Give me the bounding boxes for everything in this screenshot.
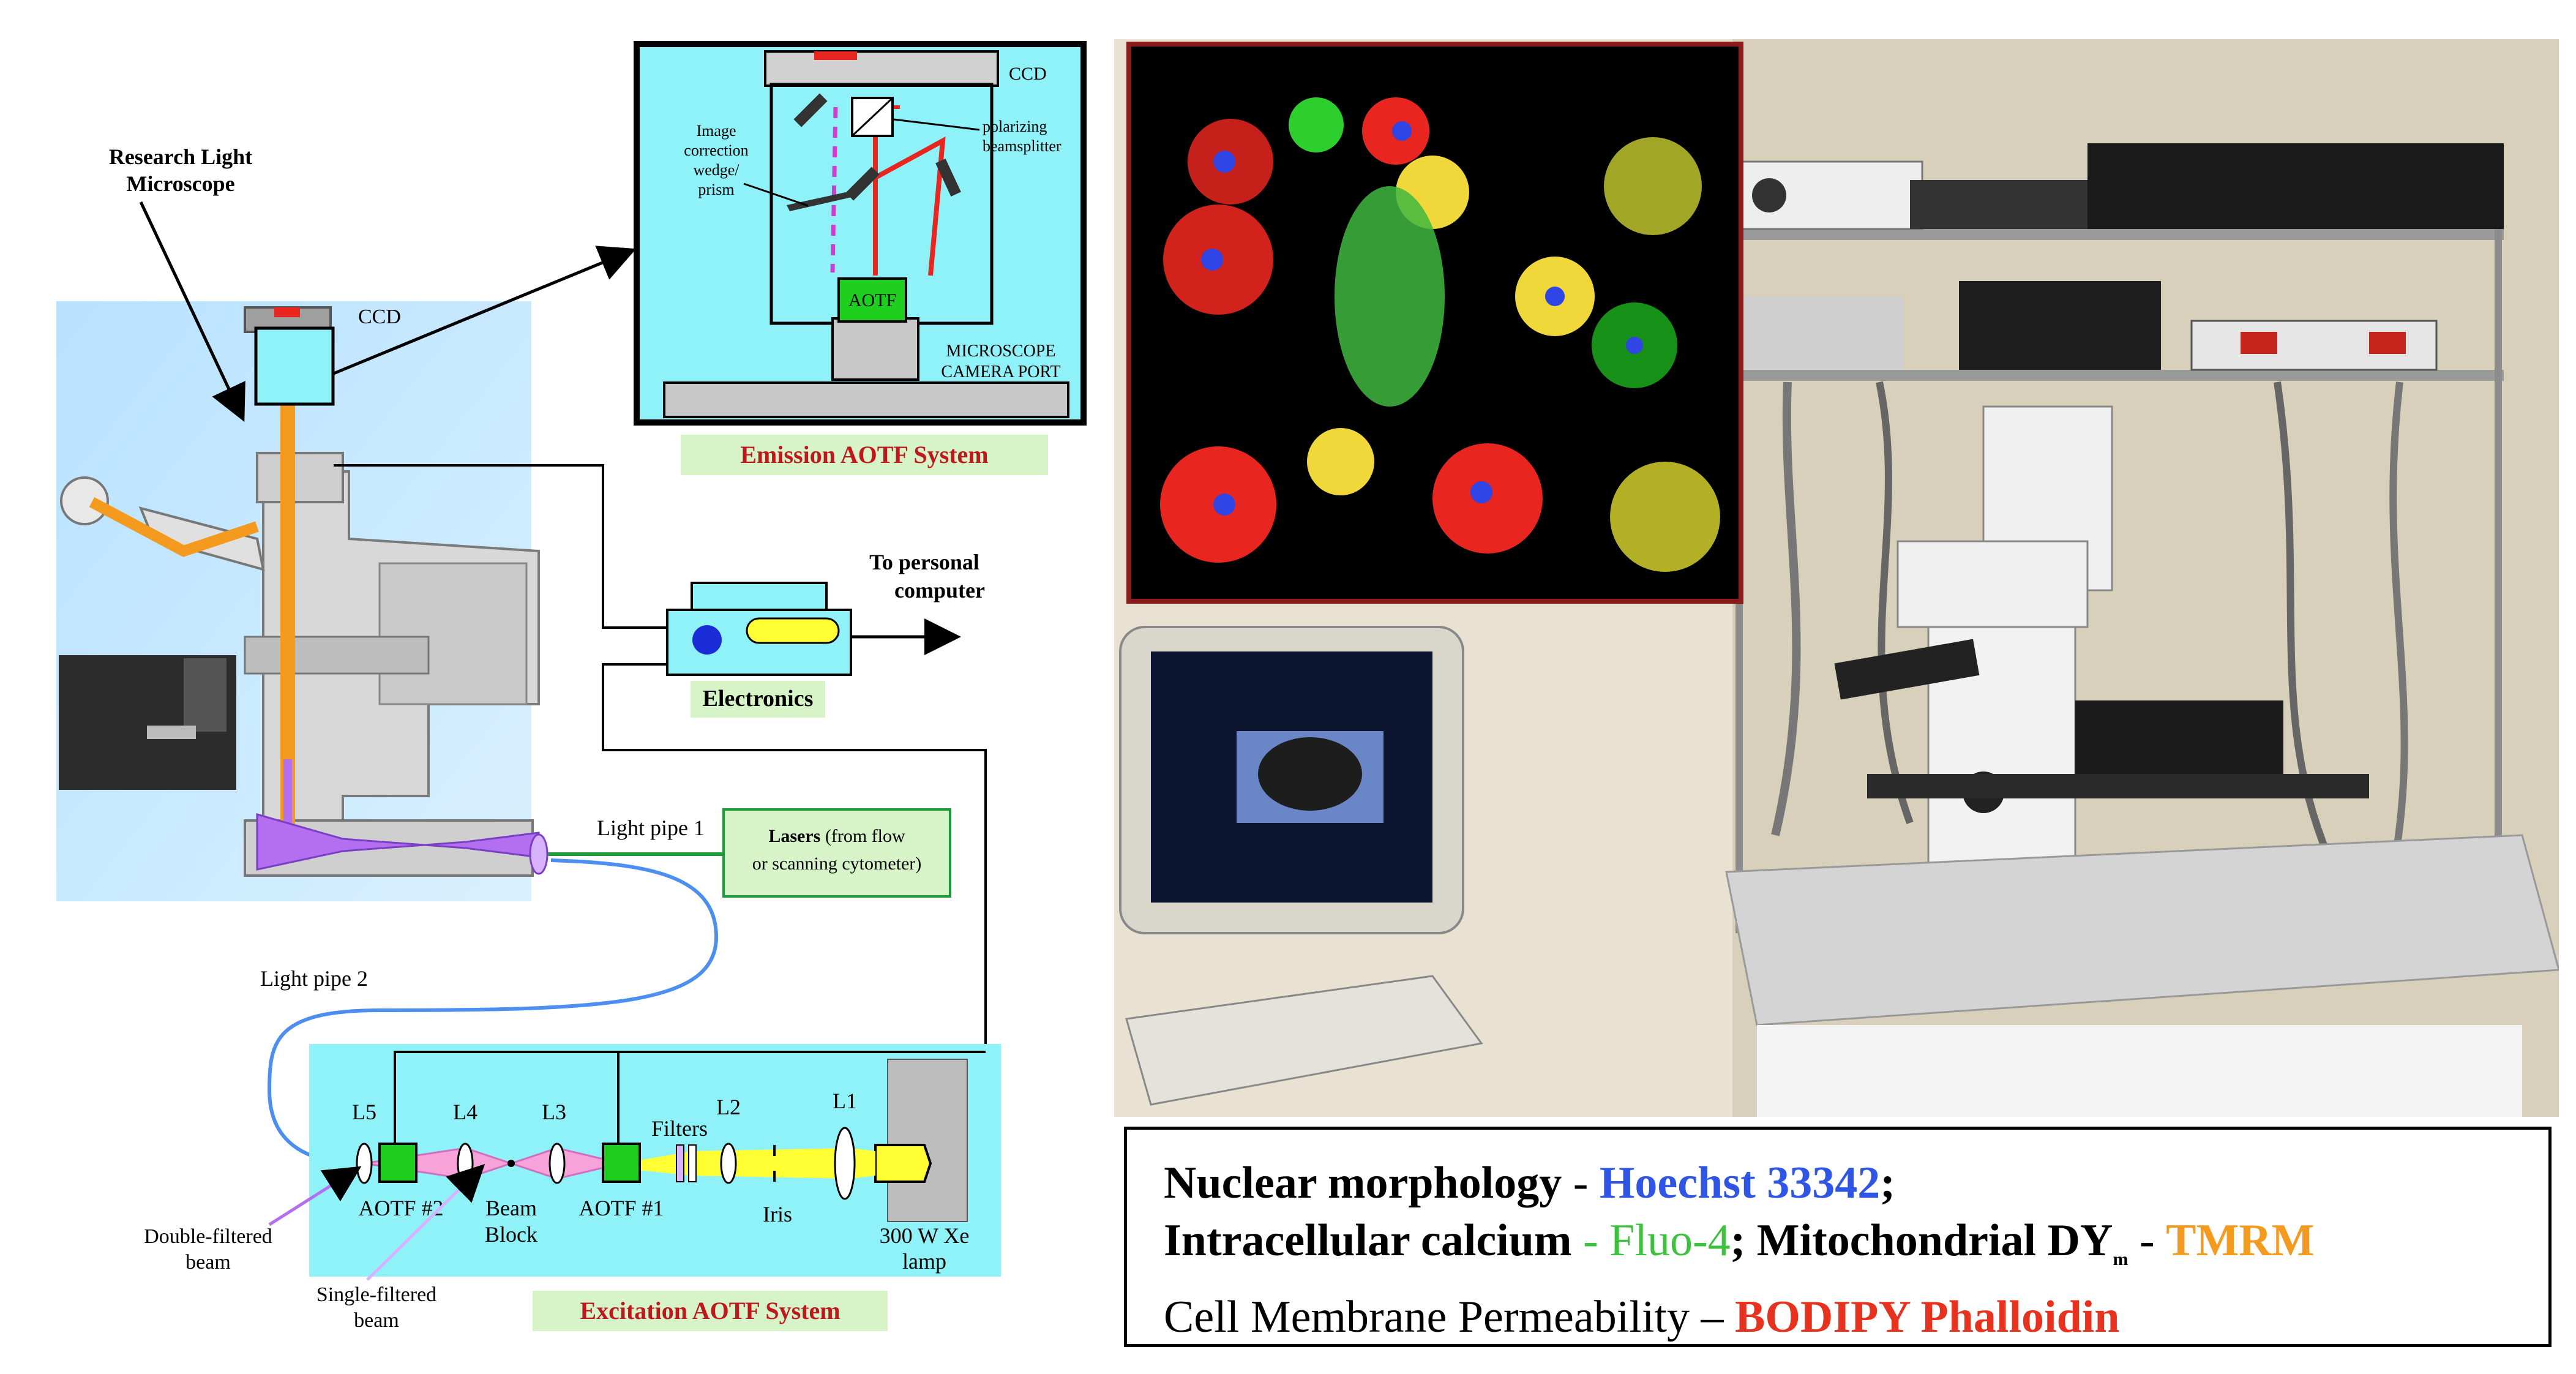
label-iris: Iris [763,1202,792,1226]
hoechst-dye: Hoechst 33342 [1599,1158,1881,1208]
label-beam-block-2: Block [485,1222,537,1247]
mitochondrial-subscript: m [2113,1248,2129,1269]
aotf-system-diagram: CCD Research Light Microscope AOTF CCD I… [56,41,1087,1332]
label-l5: L5 [352,1100,376,1124]
microscope-label-1: Research Light [109,145,252,169]
label-aotf1: AOTF #1 [578,1196,664,1220]
single-filtered-1: Single-filtered [316,1283,436,1306]
emission-aotf-label: AOTF [848,290,896,310]
image-correction-3: wedge/ [693,161,739,179]
electronics-label: Electronics [703,686,814,711]
image-correction-4: prism [698,181,734,198]
label-l4: L4 [453,1100,477,1124]
excitation-title: Excitation AOTF System [580,1297,840,1324]
legend-sep-1: - [1562,1158,1600,1208]
nuclear-morphology-label: Nuclear morphology [1164,1158,1562,1208]
bodipy-dye: BODIPY Phalloidin [1735,1291,2120,1342]
single-filtered-2: beam [354,1309,399,1332]
legend-sep-3: - [2128,1215,2166,1266]
tmrm-dye: TMRM [2166,1215,2315,1266]
lasers-label-line2: or scanning cytometer) [752,854,922,874]
label-lamp-1: 300 W Xe [880,1223,970,1248]
legend-line-2: Intracellular calcium - Fluo-4; Mitochon… [1164,1212,2512,1288]
excitation-aotf-box: L5 L4 L3 L2 L1 Filters AOTF #2 Beam Bloc… [309,1044,1001,1277]
lab-equipment-photo [1114,39,2559,1117]
label-l1: L1 [833,1089,857,1113]
electronics-box [666,582,852,676]
dye-legend: Nuclear morphology - Hoechst 33342; Intr… [1124,1127,2552,1347]
emission-aotf-box: AOTF CCD Image correction wedge/ prism p… [634,41,1087,426]
image-correction-2: correction [684,141,748,159]
personal-computer-1: To personal [869,550,979,574]
lasers-label-rest: (from flow [820,826,905,846]
fluo4-dye: Fluo-4 [1609,1215,1731,1266]
label-filters: Filters [651,1116,708,1141]
double-filtered-2: beam [185,1251,231,1274]
intracellular-calcium-label: Intracellular calcium [1164,1215,1572,1266]
label-lamp-2: lamp [902,1249,946,1274]
light-pipe-1-label: Light pipe 1 [597,816,705,840]
personal-computer-2: computer [894,578,985,603]
lasers-label: Lasers (from flow [768,826,905,846]
legend-end-1: ; [1880,1158,1895,1208]
legend-line-3: Cell Membrane Permeability – BODIPY Phal… [1164,1288,2512,1346]
double-filtered-1: Double-filtered [144,1225,272,1248]
microscope-illustration: CCD [56,301,549,901]
camera-port-1: MICROSCOPE [946,342,1056,361]
label-l2: L2 [716,1095,741,1119]
lasers-box [722,808,951,898]
microscope-label-2: Microscope [126,171,234,196]
membrane-permeability-label: Cell Membrane Permeability [1164,1291,1690,1342]
image-correction-1: Image [697,122,736,140]
camera-port-2: CAMERA PORT [941,362,1060,381]
emission-ccd-label: CCD [1009,64,1047,84]
legend-line-1: Nuclear morphology - Hoechst 33342; [1164,1154,2512,1212]
polarizing-label-2: beamsplitter [983,137,1061,155]
mitochondrial-label: ; Mitochondrial DY [1730,1215,2113,1266]
emission-title: Emission AOTF System [740,441,988,468]
label-aotf2: AOTF #2 [358,1196,443,1220]
polarizing-label-1: polarizing [983,118,1047,135]
lasers-label-bold: Lasers [768,826,820,846]
light-pipe-2-label: Light pipe 2 [260,966,368,991]
ccd-label-microscope: CCD [358,306,401,328]
label-beam-block-1: Beam [485,1196,537,1220]
legend-sep-4: – [1690,1291,1735,1342]
label-l3: L3 [542,1100,566,1124]
legend-sep-2: - [1571,1215,1610,1266]
